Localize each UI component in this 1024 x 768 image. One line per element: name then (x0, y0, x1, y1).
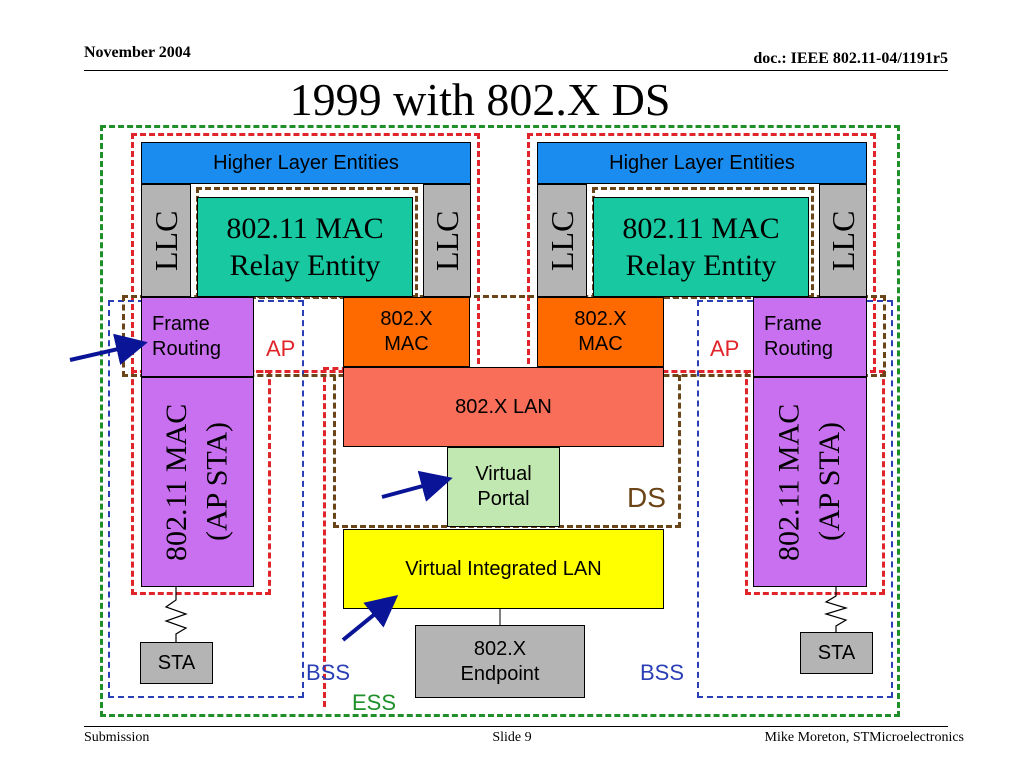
left-bss-label: BSS (306, 660, 351, 685)
right-higher-layer-entities: Higher Layer Entities (537, 142, 867, 184)
right-radio-link (823, 587, 849, 632)
right-ap-label: AP (710, 336, 740, 361)
footer-slide-number: Slide 9 (492, 730, 532, 745)
virtual-portal: Virtual Portal (447, 447, 560, 527)
footer-submission: Submission (84, 730, 150, 745)
header-rule (84, 70, 948, 71)
left-802x-mac: 802.X MAC (343, 297, 470, 367)
footer-author: Mike Moreton, STMicroelectronics (764, 730, 964, 745)
left-higher-layer-entities: Higher Layer Entities (141, 142, 471, 184)
right-ap-boundary-top (527, 133, 876, 373)
right-802x-mac: 802.X MAC (537, 297, 664, 367)
right-frame-routing: Frame Routing (753, 297, 867, 377)
left-relay-entity: 802.11 MAC Relay Entity (197, 197, 413, 297)
right-bss-label: BSS (640, 660, 685, 685)
left-radio-link (164, 587, 188, 642)
ds-label: DS (627, 482, 666, 513)
left-ap-boundary-top (131, 133, 480, 373)
ess-label: ESS (352, 690, 397, 715)
802x-endpoint: 802.X Endpoint (415, 625, 585, 698)
arrow-to-virtual-portal (381, 470, 453, 502)
left-ap-label: AP (266, 336, 296, 361)
slide-title: 1999 with 802.X DS (289, 74, 671, 125)
header-date: November 2004 (84, 44, 191, 61)
arrow-to-frame-routing (69, 333, 148, 365)
right-sta: STA (800, 632, 873, 674)
left-frame-routing: Frame Routing (141, 297, 254, 377)
footer-rule (84, 726, 948, 727)
header-doc-id: doc.: IEEE 802.11-04/1191r5 (753, 50, 948, 67)
right-relay-entity: 802.11 MAC Relay Entity (593, 197, 809, 297)
arrow-to-virtual-lan (341, 594, 399, 642)
802x-lan: 802.X LAN (343, 367, 664, 447)
ess-boundary (100, 125, 900, 717)
left-sta: STA (140, 642, 213, 684)
